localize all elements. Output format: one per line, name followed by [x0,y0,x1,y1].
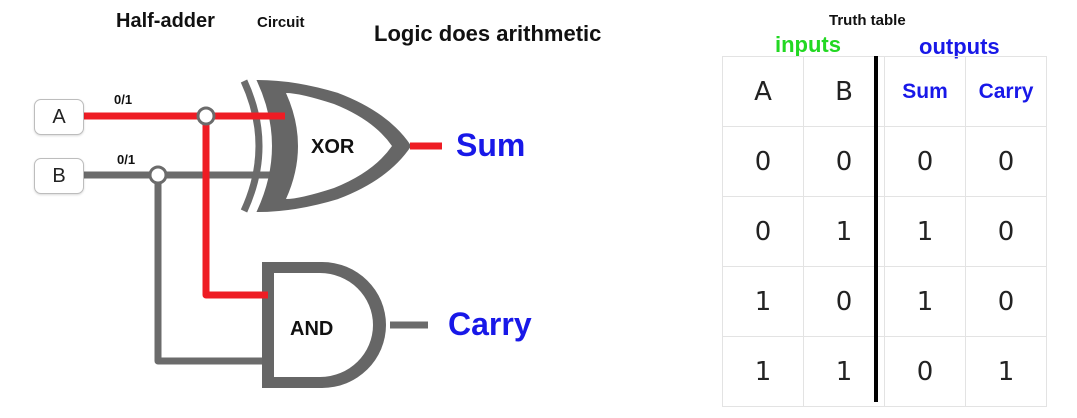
and-gate [262,262,386,388]
cell-carry: 0 [965,126,1047,197]
inputs-label: inputs [775,32,841,57]
cell-carry: 1 [965,336,1047,407]
sum-output-label: Sum [456,127,526,163]
input-a[interactable]: A [34,99,84,135]
junction-b [148,165,168,185]
wire-b-value: 0/1 [117,152,136,167]
column-header-a: A [722,56,804,127]
half-adder-circuit [84,79,442,388]
input-a-label: A [52,105,66,128]
cell-a: 1 [722,336,804,407]
cell-a: 0 [722,126,804,197]
cell-carry: 0 [965,266,1047,337]
cell-carry: 0 [965,196,1047,267]
inputs-outputs-divider [874,56,878,402]
cell-sum: 1 [884,196,966,267]
cell-sum: 0 [884,336,966,407]
cell-a: 1 [722,266,804,337]
diagram-subtitle: Logic does arithmetic [374,21,602,46]
diagram-title-suffix: Circuit [257,14,305,31]
column-header-b: B [803,56,885,127]
truth-table-title: Truth table [829,12,906,29]
table-row: 1 1 0 1 [722,336,1047,407]
table-row: 1 0 1 0 [722,266,1047,337]
outputs-label: outputs [919,34,1000,59]
xor-gate [240,79,412,213]
xor-gate-label: XOR [311,136,355,158]
truth-table-header-row: A B Sum Carry [722,56,1047,127]
and-gate-label: AND [290,318,334,340]
column-header-carry: Carry [965,56,1047,127]
input-b[interactable]: B [34,158,84,194]
cell-a: 0 [722,196,804,267]
cell-b: 1 [803,336,885,407]
junction-a [196,106,216,126]
cell-b: 0 [803,266,885,337]
carry-output-label: Carry [448,306,532,342]
wire-a [84,112,285,299]
column-header-sum: Sum [884,56,966,127]
cell-sum: 1 [884,266,966,337]
diagram-title: Half-adder [116,10,215,32]
truth-table: A B Sum Carry 0 0 0 0 0 1 1 0 1 0 1 0 1 … [722,56,1047,407]
table-row: 0 1 1 0 [722,196,1047,267]
cell-b: 0 [803,126,885,197]
cell-b: 1 [803,196,885,267]
cell-sum: 0 [884,126,966,197]
table-row: 0 0 0 0 [722,126,1047,197]
wire-a-value: 0/1 [114,92,133,107]
input-b-label: B [52,164,66,187]
